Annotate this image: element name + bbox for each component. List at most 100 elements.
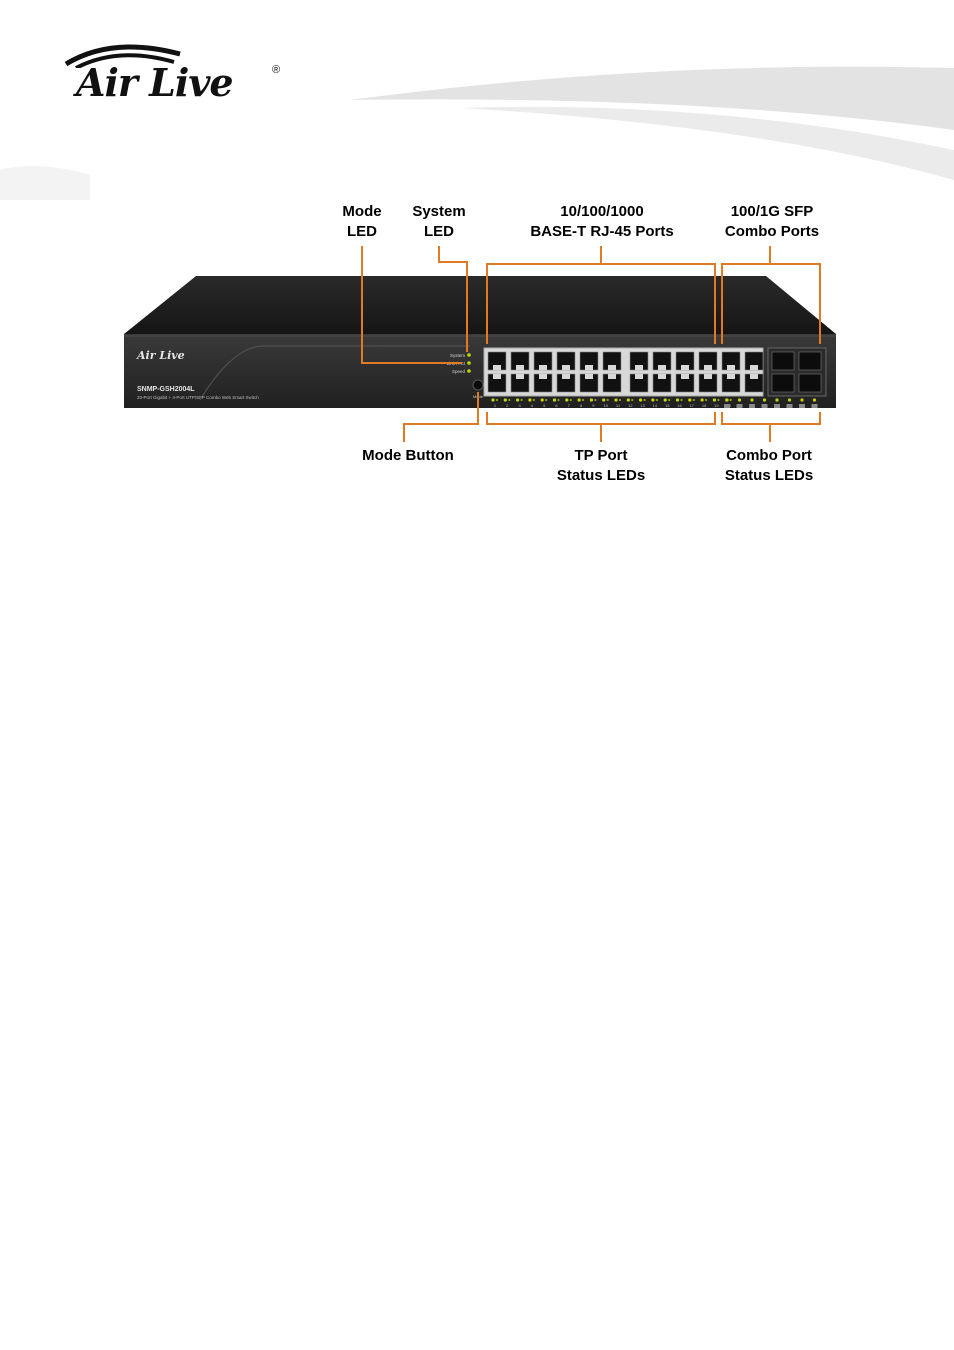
rj45-port-latch — [635, 365, 643, 370]
rj45-port-latch — [585, 374, 593, 379]
sfp-port — [799, 352, 821, 370]
rj45-port-latch — [516, 365, 524, 370]
chassis-top — [124, 276, 836, 334]
port-status-led — [602, 398, 605, 401]
port-status-led — [688, 398, 691, 401]
port-status-led — [705, 399, 707, 401]
rj45-port-latch — [562, 365, 570, 370]
port-status-led — [651, 398, 654, 401]
port-status-led — [553, 398, 556, 401]
port-status-led — [664, 398, 667, 401]
callout-tp-status-line1: TP Port — [540, 446, 662, 466]
port-status-led — [496, 399, 498, 401]
sfp-port-number — [787, 404, 793, 408]
port-number: 16 — [677, 403, 682, 408]
combo-port-number — [762, 404, 768, 408]
model-description: 20-Port Gigabit + 4-Port UTP/SFP Combo W… — [137, 395, 259, 400]
rj45-port-latch — [681, 374, 689, 379]
port-status-led — [565, 398, 568, 401]
rj45-port-latch — [516, 374, 524, 379]
port-status-led — [557, 399, 559, 401]
port-status-led — [607, 399, 609, 401]
port-status-led — [619, 399, 621, 401]
rj45-port-latch — [493, 374, 501, 379]
combo-port-number — [749, 404, 755, 408]
callout-rj45-ports: 10/100/1000 BASE-T RJ-45 Ports — [510, 202, 694, 242]
port-status-led — [627, 398, 630, 401]
led-label: Speed — [452, 369, 466, 374]
rj45-port-latch — [635, 374, 643, 379]
front-logo-text: Air Live — [136, 349, 185, 362]
rj45-port-latch — [658, 374, 666, 379]
rj45-port-latch — [704, 365, 712, 370]
model-label: SNMP-GSH2004L — [137, 386, 195, 393]
rj45-port-latch — [750, 365, 758, 370]
port-status-led — [631, 399, 633, 401]
sfp-status-led — [788, 398, 791, 401]
rj45-port-latch — [608, 374, 616, 379]
combo-status-led — [750, 398, 753, 401]
callout-tp-status-line2: Status LEDs — [540, 466, 662, 486]
port-number: 10 — [603, 403, 608, 408]
callout-line — [487, 412, 715, 424]
mode-button[interactable] — [473, 380, 483, 390]
port-number: 19 — [714, 403, 719, 408]
callout-mode-led-line2: LED — [330, 222, 394, 242]
combo-port-number — [737, 404, 743, 408]
rj45-port-latch — [539, 374, 547, 379]
sfp-port-number — [799, 404, 805, 408]
port-status-led — [508, 399, 510, 401]
port-status-led — [533, 399, 535, 401]
indicator-led — [467, 369, 471, 373]
port-status-led — [730, 399, 732, 401]
callout-rj45-line2: BASE-T RJ-45 Ports — [510, 222, 694, 242]
port-status-led — [582, 399, 584, 401]
callout-tp-status: TP Port Status LEDs — [540, 446, 662, 486]
sfp-port — [772, 352, 794, 370]
port-number: 18 — [702, 403, 707, 408]
rj45-port-latch — [539, 365, 547, 370]
callout-mode-led: Mode LED — [330, 202, 394, 242]
port-status-led — [594, 399, 596, 401]
port-status-led — [578, 398, 581, 401]
indicator-led — [467, 353, 471, 357]
port-status-led — [491, 398, 494, 401]
callout-mode-button-line1: Mode Button — [350, 446, 466, 466]
port-number: 12 — [628, 403, 633, 408]
sfp-status-led — [775, 398, 778, 401]
rj45-port-latch — [658, 365, 666, 370]
callout-sfp-line1: 100/1G SFP — [712, 202, 832, 222]
port-status-led — [676, 398, 679, 401]
sfp-port — [772, 374, 794, 392]
callout-system-led-line2: LED — [404, 222, 474, 242]
port-status-led — [656, 399, 658, 401]
combo-status-led — [738, 398, 741, 401]
port-status-led — [545, 399, 547, 401]
rj45-port-latch — [727, 365, 735, 370]
sfp-port-number — [774, 404, 780, 408]
sfp-status-led — [800, 398, 803, 401]
port-status-led — [528, 398, 531, 401]
sfp-port-number — [812, 404, 818, 408]
port-number: 14 — [653, 403, 658, 408]
port-number: 17 — [690, 403, 695, 408]
port-status-led — [516, 398, 519, 401]
port-status-led — [668, 399, 670, 401]
combo-status-led — [725, 398, 728, 401]
sfp-port — [799, 374, 821, 392]
indicator-led — [467, 361, 471, 365]
port-status-led — [644, 399, 646, 401]
rj45-port-latch — [750, 374, 758, 379]
callout-mode-button: Mode Button — [350, 446, 466, 466]
rj45-port-latch — [704, 374, 712, 379]
port-status-led — [639, 398, 642, 401]
port-status-led — [680, 399, 682, 401]
led-label: System — [450, 353, 465, 358]
callout-system-led-line1: System — [404, 202, 474, 222]
switch-diagram: Air LiveSNMP-GSH2004L 20-Port Gigabit + 4… — [0, 0, 954, 520]
callout-line — [722, 412, 820, 424]
callout-combo-status-line2: Status LEDs — [712, 466, 826, 486]
rj45-port-latch — [727, 374, 735, 379]
sfp-status-led — [813, 398, 816, 401]
callout-system-led: System LED — [404, 202, 474, 242]
